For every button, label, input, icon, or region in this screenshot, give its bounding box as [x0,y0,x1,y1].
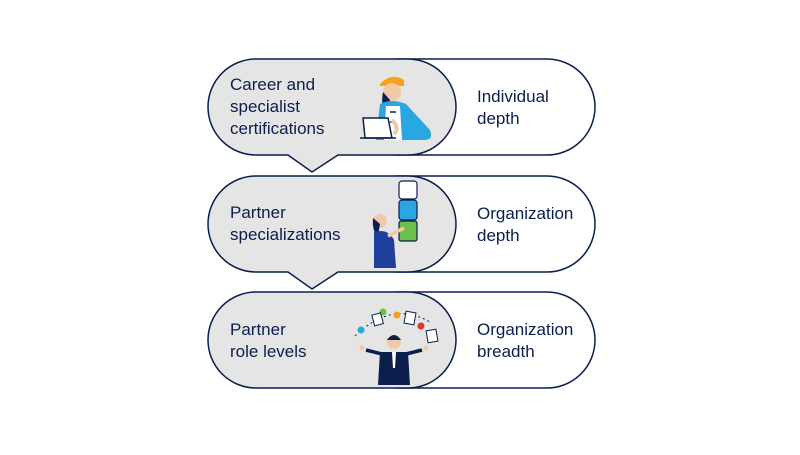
row-3-right-label: Organization breadth [477,320,574,361]
row-1 [207,58,596,173]
person-stacking-blocks-icon [372,180,418,268]
row-2-left-label: Partner specializations [230,203,341,244]
row-1-left-label: Career and specialist certifications [230,75,325,138]
row-3 [207,291,596,389]
row-1-right-label: Individual depth [477,87,549,128]
engineer-with-laptop-icon [360,76,432,140]
row-2-right-label: Organization depth [477,204,574,245]
juggling-businessman-icon [354,308,439,385]
row-2 [207,175,596,290]
row-3-left-label: Partner role levels [230,320,307,361]
